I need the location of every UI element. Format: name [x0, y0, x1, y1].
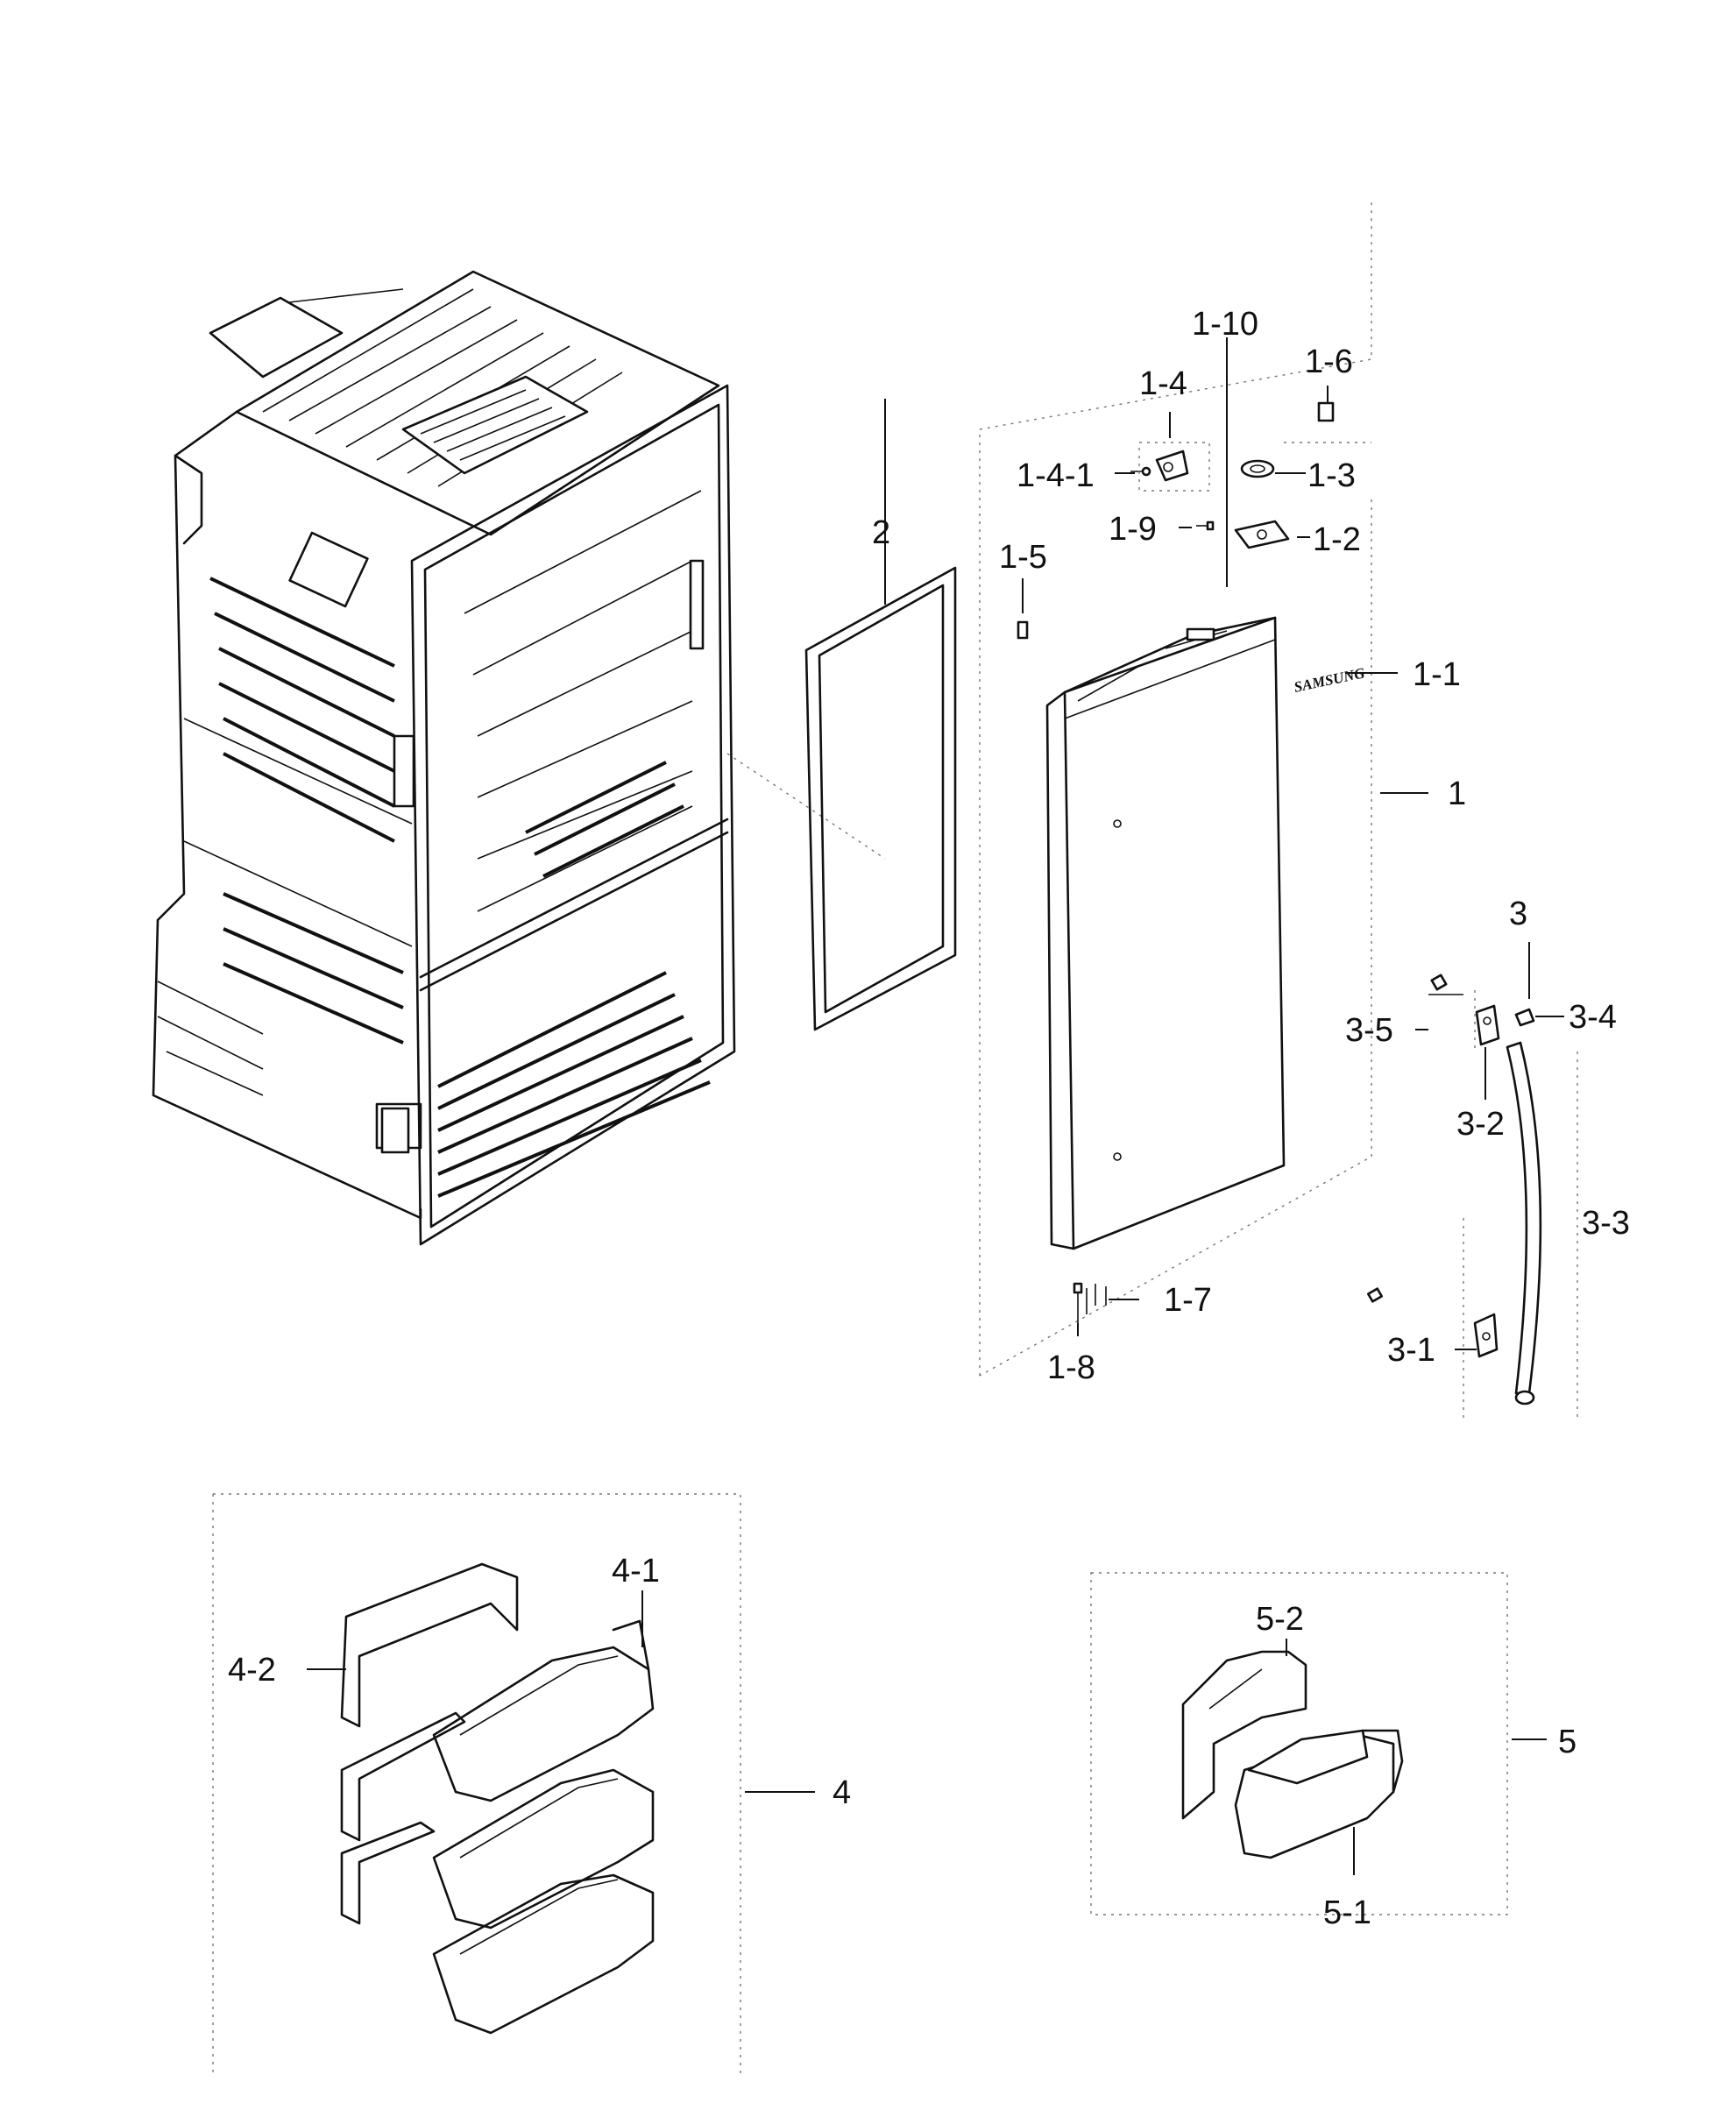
- callout-1-4-1: 1-4-1: [1017, 457, 1095, 494]
- callout-labels: 1-10 1-6 1-4 1-4-1 1-3 1-9 1-2 2 1-5 1-1…: [228, 306, 1630, 1931]
- hinge-hardware: [1017, 337, 1383, 1323]
- callout-4-2: 4-2: [228, 1652, 276, 1689]
- callout-3-1: 3-1: [1387, 1332, 1435, 1369]
- door-bins: [212, 1493, 741, 2077]
- callout-1-2: 1-2: [1313, 521, 1361, 558]
- callout-3: 3: [1509, 896, 1527, 932]
- callout-1-8: 1-8: [1047, 1349, 1095, 1386]
- callout-1-10: 1-10: [1192, 306, 1258, 343]
- callout-5-2: 5-2: [1256, 1601, 1304, 1638]
- callout-1-3: 1-3: [1307, 457, 1356, 494]
- callout-1-7: 1-7: [1164, 1282, 1212, 1319]
- callout-3-4: 3-4: [1569, 999, 1617, 1036]
- callout-1-6: 1-6: [1305, 343, 1353, 380]
- door-gasket: [804, 566, 957, 1031]
- callout-1-4: 1-4: [1139, 365, 1187, 402]
- callout-4: 4: [833, 1774, 851, 1811]
- door-handle: [1428, 974, 1542, 1406]
- callout-1-9: 1-9: [1109, 511, 1157, 548]
- callout-5: 5: [1558, 1724, 1577, 1760]
- samsung-badge: SAMSUNG: [1293, 664, 1367, 696]
- callout-5-1: 5-1: [1323, 1894, 1371, 1931]
- callout-3-2: 3-2: [1456, 1106, 1505, 1143]
- door-bin-5: [1090, 1572, 1508, 1915]
- leader-lines: [307, 386, 1564, 1875]
- callout-1-1: 1-1: [1413, 656, 1461, 693]
- callout-3-3: 3-3: [1582, 1205, 1630, 1242]
- refrigerator-cabinet: [152, 270, 736, 1246]
- callout-3-5: 3-5: [1345, 1012, 1393, 1049]
- door-assembly: SAMSUNG: [1045, 616, 1367, 1250]
- callout-4-1: 4-1: [612, 1553, 660, 1590]
- callout-2: 2: [872, 514, 890, 551]
- callout-1-5: 1-5: [999, 539, 1047, 576]
- callout-1: 1: [1448, 775, 1466, 812]
